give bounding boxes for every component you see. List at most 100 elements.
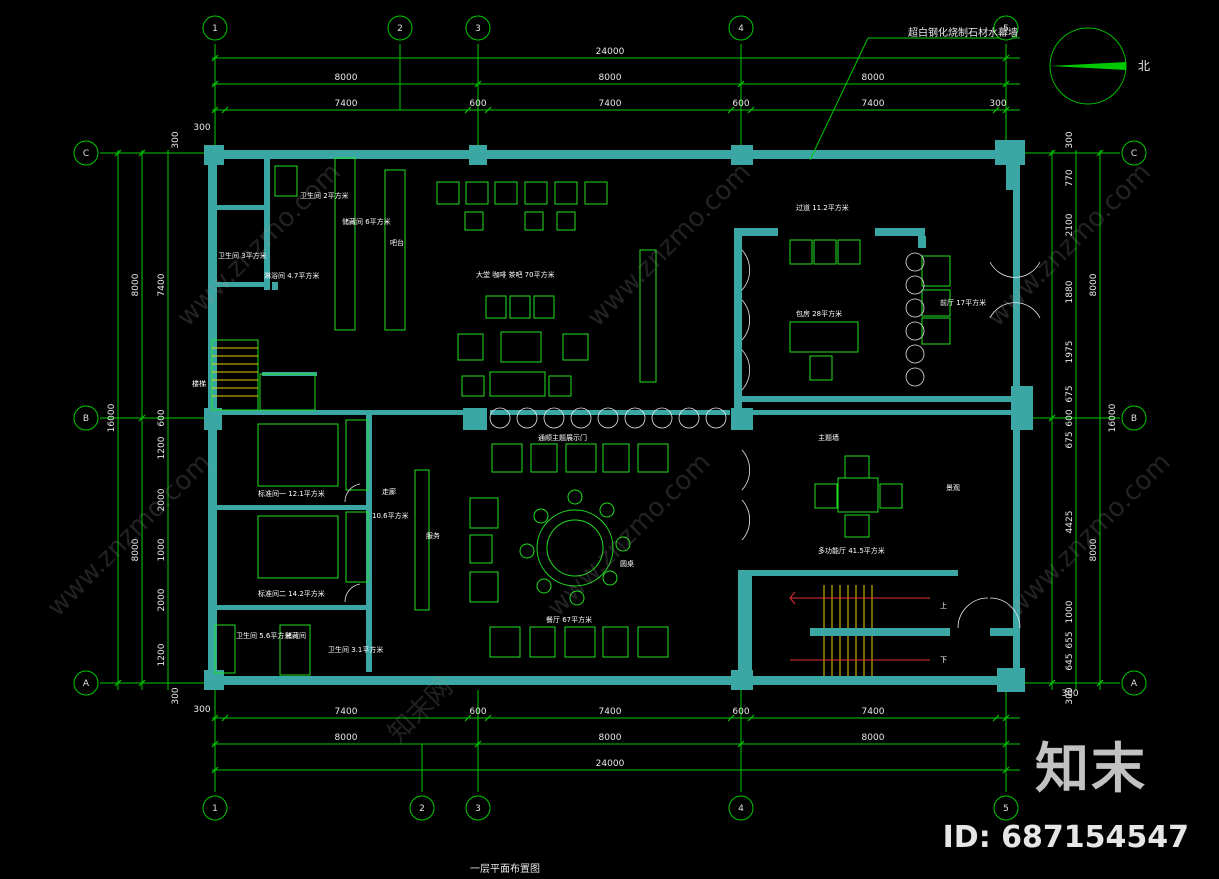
room-store: 储藏间 [285, 631, 306, 640]
dim-right-part: 300 [1065, 131, 1075, 148]
dim-bottom-part: 7400 [862, 707, 885, 717]
dim-left-total: 16000 [107, 403, 117, 432]
room-corridor: 过道 11.2平方米 [796, 203, 849, 212]
axis-col-label: 1 [212, 24, 218, 34]
dim-right-part: 1880 [1065, 280, 1075, 303]
room-washroom: 卫生间 5.6平方米 [236, 631, 291, 640]
dim-bottom-part: 600 [469, 707, 486, 717]
dim-top-part: 600 [732, 99, 749, 109]
axis-bubbles [73, 15, 1147, 821]
dim-right-part: 645 [1065, 653, 1075, 670]
axis-row-label: A [83, 679, 90, 689]
stair-arrows [789, 591, 930, 661]
room-wc: 卫生间 3.1平方米 [328, 645, 383, 654]
dim-right-part: 300 [1065, 687, 1075, 704]
dimension-texts-vertical: 16000 8000 8000 300 7400 600 1200 2000 1… [107, 131, 1118, 704]
axis-col-label: 3 [475, 804, 481, 814]
axis-col-label: 4 [738, 24, 744, 34]
dim-right-total: 16000 [1108, 403, 1118, 432]
room-multi: 多功能厅 41.5平方米 [818, 546, 885, 555]
dim-top-part: 300 [989, 99, 1006, 109]
dim-right-bay: 8000 [1089, 538, 1099, 561]
room-lobby: 大堂 咖啡 茶吧 70平方米 [476, 270, 555, 279]
dim-left-bay: 8000 [131, 538, 141, 561]
dim-right-part: 600 [1065, 409, 1075, 426]
dim-right-part: 1975 [1065, 341, 1075, 364]
north-label: 北 [1138, 59, 1150, 73]
dim-left-part: 2000 [157, 588, 167, 611]
room-toilet-b: 卫生间 3平方米 [218, 251, 267, 260]
room-bar: 吧台 [390, 238, 404, 247]
callout-leader [809, 37, 1020, 161]
dim-bottom-part: 7400 [335, 707, 358, 717]
room-corridor2: 走廊 [382, 487, 396, 496]
callout-label: 超白钢化烧制石材水幕墙 [908, 26, 1018, 39]
dim-top-part: 300 [193, 123, 210, 133]
stair-treads [212, 347, 873, 676]
drawing-title: 一层平面布置图 [470, 863, 540, 875]
dim-right-part: 770 [1065, 169, 1075, 186]
room-counter: 服务 [426, 531, 440, 540]
dim-top-bay: 8000 [862, 73, 885, 83]
dim-bottom-bay: 8000 [335, 733, 358, 743]
door-swings [344, 249, 1041, 629]
axis-col-label: 1 [212, 804, 218, 814]
room-bed1: 标准间一 12.1平方米 [258, 489, 325, 498]
room-theme: 主题墙 [818, 433, 839, 442]
axis-col-label: 5 [1003, 24, 1009, 34]
axis-labels: 1 2 3 4 5 1 2 3 4 5 C B A C B A [83, 24, 1138, 814]
dim-left-part: 1000 [157, 538, 167, 561]
room-scene: 景观 [946, 484, 960, 492]
dim-top-part: 7400 [335, 99, 358, 109]
dim-right-part: 2100 [1065, 213, 1075, 236]
dim-left-part: 7400 [157, 273, 167, 296]
dim-bottom-part: 300 [193, 705, 210, 715]
axis-row-label: C [83, 149, 89, 159]
dim-top-part: 600 [469, 99, 486, 109]
dim-top-part: 7400 [599, 99, 622, 109]
partition-circles [489, 252, 925, 429]
dim-left-part: 2000 [157, 488, 167, 511]
dim-left-part: 1200 [157, 436, 167, 459]
dim-left-part: 300 [171, 687, 181, 704]
room-vip: 包房 28平方米 [796, 309, 842, 318]
north-arrow [1049, 27, 1127, 105]
dim-right-part: 4425 [1065, 511, 1075, 534]
dim-top-total: 24000 [596, 47, 625, 57]
dim-right-part: 675 [1065, 385, 1075, 402]
axis-col-label: 2 [419, 804, 425, 814]
dim-bottom-part: 300 [1061, 689, 1078, 699]
fixtures [211, 157, 951, 676]
watermark-logo: 知末 [1035, 737, 1147, 800]
dim-bottom-part: 7400 [599, 707, 622, 717]
dimension-texts: 24000 8000 8000 8000 300 7400 600 7400 6… [193, 47, 1078, 769]
room-stair: 楼梯 [192, 379, 206, 388]
dim-top-bay: 8000 [335, 73, 358, 83]
dim-bottom-total: 24000 [596, 759, 625, 769]
dim-right-part: 655 [1065, 631, 1075, 648]
room-bathroom: 淋浴间 4.7平方米 [264, 271, 319, 280]
dimension-lines [100, 44, 1120, 792]
dim-right-bay: 8000 [1089, 273, 1099, 296]
dim-left-part: 1200 [157, 643, 167, 666]
room-dining: 餐厅 67平方米 [546, 615, 592, 624]
room-hall: 前厅 17平方米 [940, 298, 986, 307]
axis-row-label: A [1131, 679, 1138, 689]
dim-left-bay: 8000 [131, 273, 141, 296]
stair-down: 下 [940, 656, 947, 664]
dim-left-part: 300 [171, 131, 181, 148]
axis-col-label: 4 [738, 804, 744, 814]
dim-top-bay: 8000 [599, 73, 622, 83]
room-display: 通顺主题展示门 [538, 433, 587, 442]
room-labels: 卫生间 2平方米 储藏间 6平方米 卫生间 3平方米 淋浴间 4.7平方米 吧台… [192, 191, 986, 664]
dim-bottom-part: 600 [732, 707, 749, 717]
room-bed2: 标准间二 14.2平方米 [258, 589, 325, 598]
dim-left-part: 600 [157, 409, 167, 426]
dim-bottom-bay: 8000 [862, 733, 885, 743]
room-tea: 储藏间 6平方米 [342, 217, 391, 226]
room-corridor-area: 10.6平方米 [372, 511, 409, 520]
axis-row-label: B [1131, 414, 1137, 424]
dim-right-part: 1000 [1065, 600, 1075, 623]
axis-col-label: 5 [1003, 804, 1009, 814]
walls [204, 140, 1033, 692]
